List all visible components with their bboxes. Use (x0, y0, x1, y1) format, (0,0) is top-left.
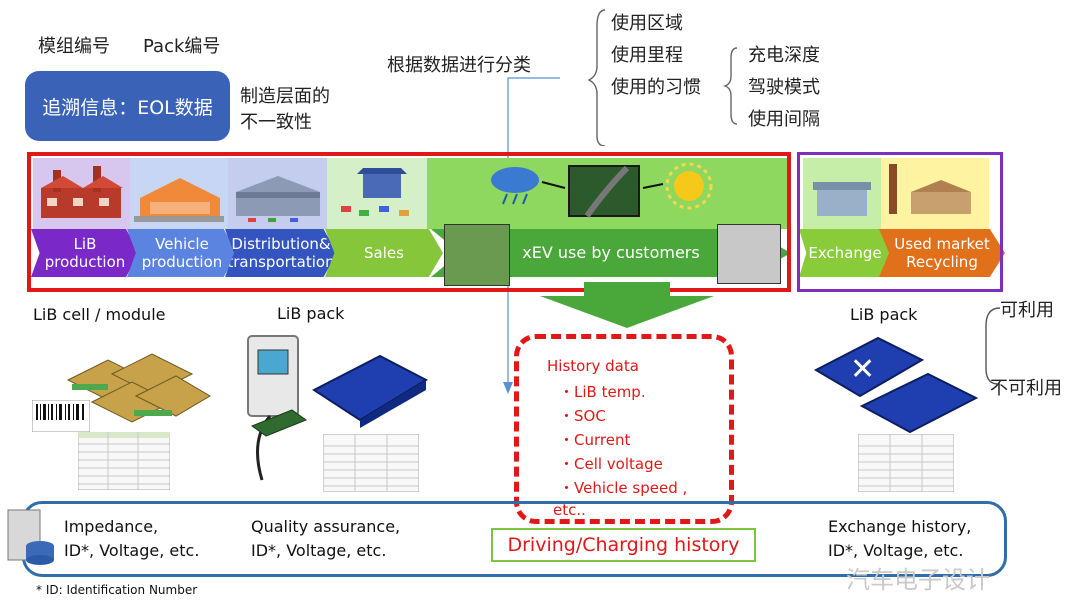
down-arrow (540, 282, 714, 328)
battery-packs-right (813, 336, 979, 434)
usage-mileage-label: 使用里程 (611, 45, 683, 66)
weather-road-icons (491, 162, 713, 218)
watermark: 汽车电子设计 (846, 566, 990, 594)
history-item-soc: ・SOC (559, 407, 606, 425)
history-item-cell-voltage: ・Cell voltage (559, 455, 663, 473)
driving-mode-label: 驾驶模式 (748, 77, 820, 98)
sales-panel (327, 158, 427, 229)
history-item-etc: etc.. (553, 501, 586, 519)
quality-assurance-text: Quality assurance, ID*, Voltage, etc. (251, 517, 401, 560)
pack-right-label: LiB pack (850, 305, 918, 324)
history-data-box: History data ・LiB temp. ・SOC ・Current ・C… (514, 334, 734, 524)
stage-distribution: Distribution& transportation (225, 229, 337, 277)
footnote: * ID: Identification Number (36, 583, 198, 597)
database-server-icon (7, 509, 54, 565)
usable-label: 可利用 (1000, 300, 1054, 321)
warehouse-icon (236, 176, 320, 222)
battery-tester-icon (247, 335, 308, 481)
factory-icon (41, 166, 123, 218)
data-sheet-middle (323, 434, 419, 492)
usage-braces (587, 9, 738, 146)
module-id-label: 模组编号 (38, 36, 110, 57)
xev-use-panel (427, 158, 787, 229)
history-item-temp: ・LiB temp. (559, 383, 646, 401)
trace-info-label: 追溯信息：EOL数据 (42, 96, 213, 119)
landscape-photo (444, 224, 510, 286)
trace-info-box: 追溯信息：EOL数据 (25, 71, 230, 141)
dealership-icon (341, 168, 409, 216)
data-sheet-right (858, 434, 954, 492)
driving-charging-history-box: Driving/Charging history (491, 528, 756, 562)
cell-module-label: LiB cell / module (33, 305, 166, 324)
usage-region-label: 使用区域 (611, 13, 683, 34)
production-use-frame (27, 152, 791, 292)
exchange-panel (803, 158, 881, 229)
stage-lib-production: LiB production (31, 229, 139, 277)
stage-exchange: Exchange (799, 229, 891, 277)
unusable-label: 不可利用 (990, 378, 1062, 399)
vehicle-production-panel (130, 158, 228, 229)
cell-modules-illustration (66, 353, 211, 423)
usage-habit-label: 使用的习惯 (611, 77, 701, 98)
stage-used-market-recycling: Used market Recycling (879, 229, 1005, 277)
driver-photo (717, 224, 781, 284)
history-item-vehicle-speed: ・Vehicle speed , (559, 479, 688, 497)
pack-left-label: LiB pack (277, 304, 345, 323)
stage-sales: Sales (325, 229, 443, 277)
exchange-station-icon (813, 182, 871, 216)
classify-by-data-label: 根据数据进行分类 (387, 55, 531, 76)
exchange-recycle-frame (797, 152, 1003, 292)
charge-depth-label: 充电深度 (748, 45, 820, 66)
exchange-history-text: Exchange history, ID*, Voltage, etc. (828, 517, 972, 560)
barcode-label (32, 400, 90, 432)
recycling-plant-icon (889, 164, 971, 214)
vehicle-factory-icon (134, 178, 224, 222)
unusable-x-icon: ✕ (850, 352, 876, 387)
lib-production-panel (33, 158, 130, 229)
driving-charging-history-label: Driving/Charging history (507, 534, 740, 556)
stage-vehicle-production: Vehicle production (127, 229, 237, 277)
manufacturing-inconsistency-label: 制造层面的 不一致性 (240, 86, 330, 133)
distribution-panel (228, 158, 327, 229)
usable-brace (985, 307, 1001, 385)
usage-interval-label: 使用间隔 (748, 109, 820, 130)
impedance-text: Impedance, ID*, Voltage, etc. (64, 517, 200, 560)
history-item-current: ・Current (559, 431, 631, 449)
recycling-panel (881, 158, 989, 229)
battery-pack-left (312, 354, 429, 428)
pack-id-label: Pack编号 (143, 36, 221, 57)
classify-connector (503, 77, 560, 394)
history-title: History data (547, 357, 639, 375)
data-sheet-left (78, 432, 170, 490)
